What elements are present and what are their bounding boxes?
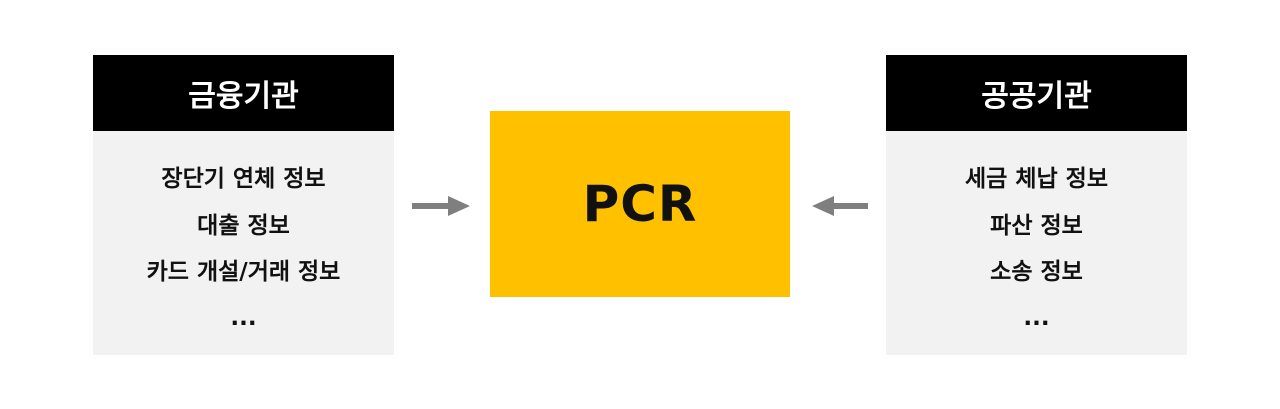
financial-institutions-title: 금융기관 (93, 55, 394, 131)
arrow-left-icon (812, 196, 868, 216)
list-item: 세금 체납 정보 (965, 166, 1108, 192)
arrow-right-icon (412, 196, 470, 216)
list-item: ... (1023, 305, 1050, 331)
list-item: 대출 정보 (197, 213, 290, 239)
list-item: ... (230, 305, 257, 331)
list-item: 장단기 연체 정보 (161, 166, 326, 192)
list-item: 카드 개설/거래 정보 (146, 259, 341, 285)
financial-institutions-panel: 금융기관 장단기 연체 정보 대출 정보 카드 개설/거래 정보 ... (93, 55, 394, 355)
public-institutions-title: 공공기관 (886, 55, 1187, 131)
list-item: 파산 정보 (990, 213, 1083, 239)
pcr-label: PCR (582, 175, 698, 233)
public-institutions-panel: 공공기관 세금 체납 정보 파산 정보 소송 정보 ... (886, 55, 1187, 355)
pcr-box: PCR (490, 111, 790, 297)
list-item: 소송 정보 (990, 259, 1083, 285)
